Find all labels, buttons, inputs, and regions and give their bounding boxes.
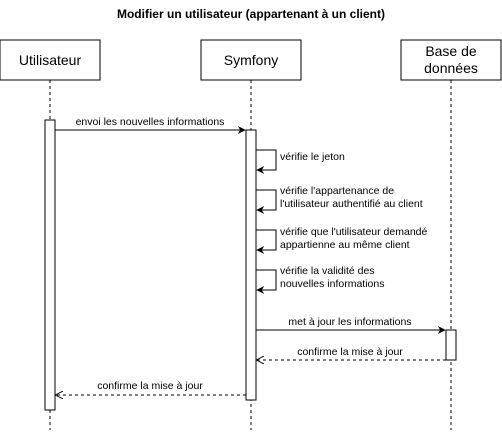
participant-app-label: Symfony <box>224 52 278 68</box>
message-appartenance-arrow <box>256 189 277 214</box>
message-confirm-db-label: confirme la mise à jour <box>297 346 403 358</box>
message-appartenance-label-line2: l'utilisateur authentifié au client <box>280 198 423 210</box>
participant-app: Symfony <box>200 39 302 81</box>
diagram-title: Modifier un utilisateur (appartenant à u… <box>117 7 385 21</box>
activation-db <box>445 329 457 361</box>
message-envoi-label: envoi les nouvelles informations <box>76 116 225 128</box>
message-demande-label-line1: vérifie que l'utilisateur demandé <box>280 226 427 238</box>
message-appartenance-label-line1: vérifie l'appartenance de <box>280 185 394 197</box>
participant-user: Utilisateur <box>0 39 101 81</box>
activation-user <box>44 119 56 411</box>
message-validite-label-line1: vérifie la validité des <box>280 265 375 277</box>
message-demande-label-line2: appartienne au même client <box>280 239 410 251</box>
message-jeton-label: vérifie le jeton <box>280 151 345 163</box>
message-demande-arrow <box>256 229 277 254</box>
message-validite-arrow <box>256 269 277 294</box>
participant-db: Base de données <box>400 39 502 81</box>
participant-db-label-line2: données <box>424 60 478 76</box>
message-confirm-user-label: confirme la mise à jour <box>97 380 203 392</box>
participant-user-label: Utilisateur <box>19 52 82 68</box>
activation-app <box>245 129 257 401</box>
participant-db-label-line1: Base de <box>425 43 477 59</box>
message-jeton-arrow <box>256 149 277 174</box>
message-validite-label-line2: nouvelles informations <box>280 278 384 290</box>
message-maj-label: met à jour les informations <box>288 316 411 328</box>
